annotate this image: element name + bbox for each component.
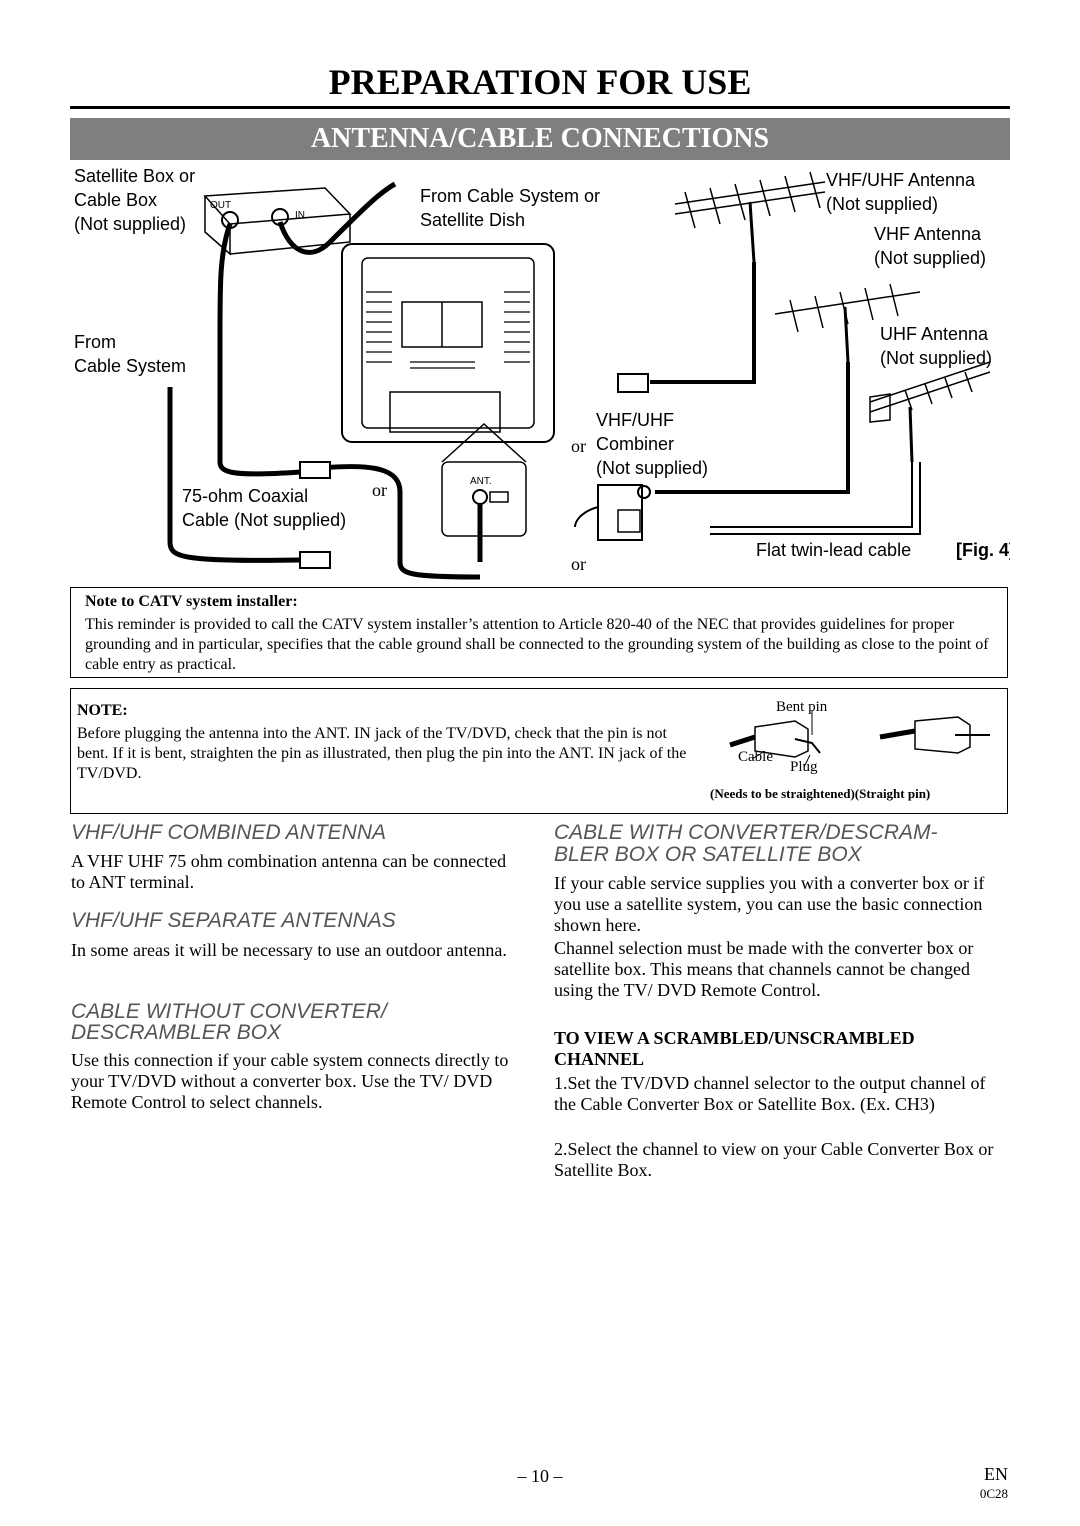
tv-back-inner	[361, 257, 535, 429]
tv-jack-panel	[389, 391, 501, 433]
satellite-box-label-1: Satellite Box or	[74, 166, 195, 186]
catv-note-body: This reminder is provided to call the CA…	[85, 616, 989, 673]
coax-upper	[299, 464, 481, 580]
cable-box-out	[217, 223, 301, 477]
note-body: Before plugging the antenna into the ANT…	[77, 725, 687, 782]
catv-note-heading: Note to CATV system installer:	[85, 593, 298, 610]
or-label-twin-lead: or	[571, 554, 586, 574]
coax-connector-upper	[299, 461, 331, 479]
combiner-box	[597, 484, 643, 541]
note-heading: NOTE:	[77, 702, 128, 719]
bent-pin	[794, 738, 821, 754]
vhf-uhf-antenna-label-2: (Not supplied)	[826, 194, 938, 214]
pin-illustration-art: Bent pin Cable Plug (Needs to be straigh…	[710, 699, 990, 801]
uhf-antenna-label-1: UHF Antenna	[880, 324, 989, 344]
ant-jack-label: ANT.	[470, 476, 492, 487]
title-rule	[70, 106, 1010, 109]
from-cable-system-2: Cable System	[74, 356, 186, 376]
ant-jack-closeup	[441, 461, 527, 537]
combiner-label-3: (Not supplied)	[596, 458, 708, 478]
document-code: 0C28	[979, 1486, 1008, 1501]
twin-lead-cable	[710, 462, 921, 535]
vhf-antenna-label-2: (Not supplied)	[874, 248, 986, 268]
combiner-label-2: Combiner	[596, 434, 674, 454]
from-cable-system-1: From	[74, 332, 116, 352]
view-channel-heading-1: TO VIEW A SCRAMBLED/UNSCRAMBLED	[554, 1028, 915, 1048]
plug-label: Plug	[790, 759, 818, 775]
cable-with-body-2: Channel selection must be made with the …	[554, 938, 974, 1000]
cable-without-heading-1: CABLE WITHOUT CONVERTER/	[71, 1000, 387, 1023]
view-step-2: 2.Select the channel to view on your Cab…	[554, 1139, 994, 1180]
uhf-antenna-label-2: (Not supplied)	[880, 348, 992, 368]
cable-box-to-dish	[277, 181, 397, 255]
pin-caption: (Needs to be straightened)(Straight pin)	[710, 786, 930, 801]
bent-pin-label: Bent pin	[776, 699, 828, 715]
box-out-label: OUT	[210, 200, 231, 211]
view-step-1: 1.Set the TV/DVD channel selector to the…	[554, 1073, 986, 1114]
bent-pin-cable	[729, 734, 756, 748]
box-in-label: IN	[295, 210, 305, 221]
connection-diagram: Satellite Box or Cable Box (Not supplied…	[70, 162, 1015, 582]
twin-lead-label: Flat twin-lead cable	[756, 540, 911, 560]
combiner-to-tv-cable	[574, 506, 599, 528]
or-label-coax: or	[372, 480, 387, 500]
language-code: EN	[984, 1464, 1008, 1484]
coaxial-label-2: Cable (Not supplied)	[182, 510, 346, 530]
vhf-antenna-cable	[655, 362, 850, 494]
or-label-combiner: or	[571, 436, 586, 456]
note-box	[70, 688, 1008, 814]
straight-pin-cable	[879, 728, 916, 740]
ant-jack-callout	[441, 422, 527, 463]
cable-with-heading-1: CABLE WITH CONVERTER/DESCRAM-	[554, 821, 938, 844]
separate-antennas-heading: VHF/UHF SEPARATE ANTENNAS	[71, 909, 396, 932]
separate-antennas-body: In some areas it will be necessary to us…	[71, 940, 507, 960]
uhf-antenna-shape	[869, 361, 991, 463]
catv-note-box	[70, 587, 1008, 678]
vhf-antenna-label-1: VHF Antenna	[874, 224, 982, 244]
combined-antenna-body: A VHF UHF 75 ohm combination antenna can…	[71, 851, 507, 892]
vhf-uhf-antenna-shape	[674, 171, 826, 263]
satellite-box-label-2: Cable Box	[74, 190, 157, 210]
combiner-label-1: VHF/UHF	[596, 410, 674, 430]
cable-without-heading-2: DESCRAMBLER BOX	[71, 1021, 282, 1044]
satellite-box-label-3: (Not supplied)	[74, 214, 186, 234]
page-title: PREPARATION FOR USE	[328, 62, 752, 102]
vhf-uhf-antenna-cable	[650, 262, 756, 384]
connection-diagram-art: Satellite Box or Cable Box (Not supplied…	[74, 166, 1015, 580]
cable-label: Cable	[738, 749, 773, 765]
combined-antenna-heading: VHF/UHF COMBINED ANTENNA	[71, 821, 387, 844]
cable-without-body: Use this connection if your cable system…	[71, 1050, 509, 1112]
fig-label: [Fig. 4]	[956, 540, 1010, 560]
coax-from-cable-system	[167, 387, 301, 563]
from-cable-or-dish-2: Satellite Dish	[420, 210, 525, 230]
page-number: – 10 –	[517, 1466, 563, 1486]
straight-pin-plug	[914, 716, 971, 754]
vhf-uhf-antenna-label-1: VHF/UHF Antenna	[826, 170, 976, 190]
tv-back	[341, 243, 555, 443]
from-cable-or-dish-1: From Cable System or	[420, 186, 600, 206]
tv-vents	[366, 291, 530, 369]
coaxial-label-1: 75-ohm Coaxial	[182, 486, 308, 506]
coax-connector-lower	[299, 551, 331, 569]
cable-with-body-1: If your cable service supplies you with …	[554, 873, 985, 935]
vhf-antenna-shape	[774, 283, 921, 363]
cable-with-heading-2: BLER BOX OR SATELLITE BOX	[554, 843, 862, 866]
pin-illustration: Bent pin Cable Plug (Needs to be straigh…	[700, 693, 1005, 808]
vhf-uhf-coax-connector	[617, 373, 649, 393]
view-channel-heading-2: CHANNEL	[554, 1049, 645, 1069]
section-title: ANTENNA/CABLE CONNECTIONS	[70, 118, 1010, 160]
bent-pin-plug	[754, 720, 809, 758]
